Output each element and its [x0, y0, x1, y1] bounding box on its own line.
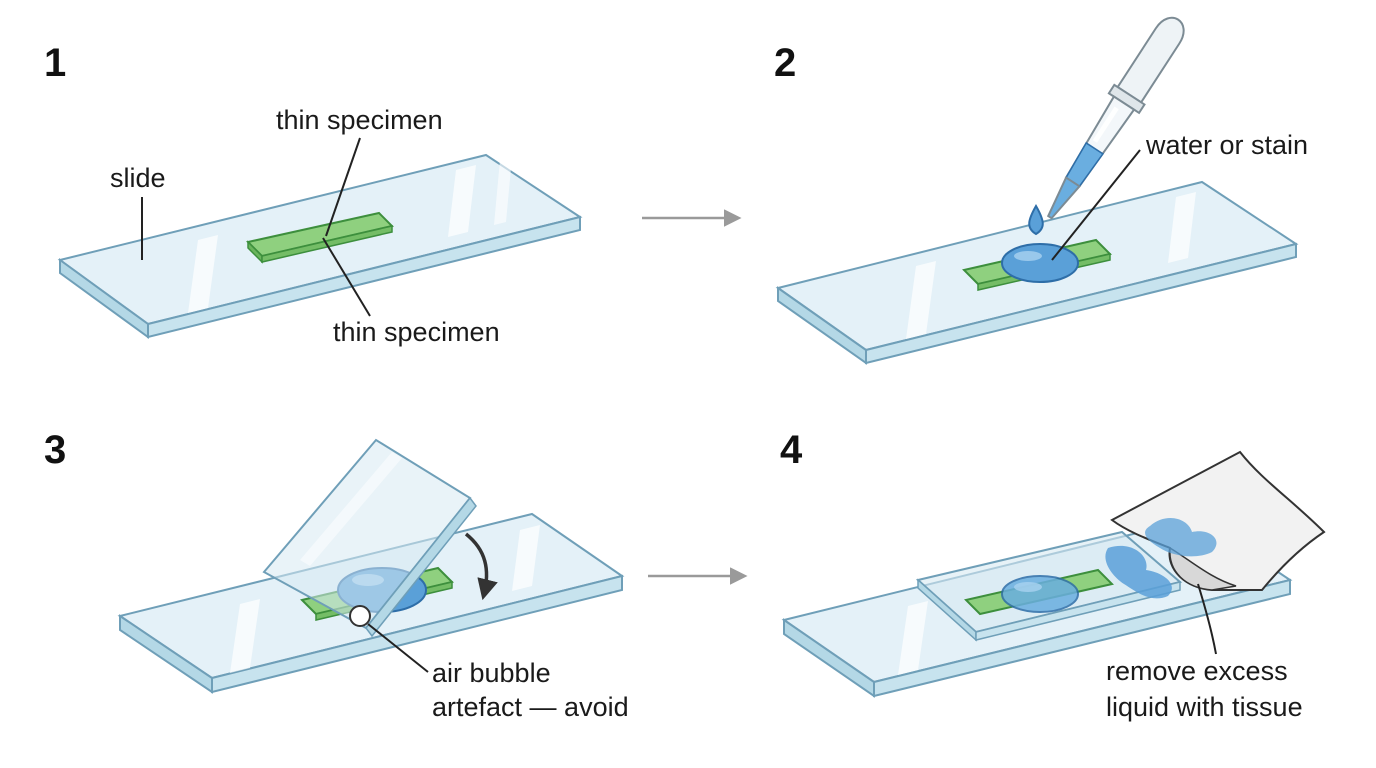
- lower-coverslip-arrow: [464, 532, 498, 601]
- step-4-panel: 4 remove excess liquid with: [780, 428, 1326, 722]
- tissue-leader-line: [1197, 583, 1217, 655]
- tilted-coverslip: [262, 438, 477, 638]
- bubble-label-line2: artefact — avoid: [432, 692, 629, 722]
- specimen-top-leader-line: [325, 137, 361, 237]
- bubble-leader-line: [367, 623, 429, 673]
- air-bubble: [349, 605, 371, 627]
- slide-label: slide: [110, 163, 166, 193]
- liquid-leader-line: [1051, 149, 1141, 261]
- tissue-label-line1: remove excess: [1106, 656, 1288, 686]
- step-3-number: 3: [44, 428, 66, 472]
- excess-liquid-puddle: [1105, 545, 1172, 599]
- step-4-number: 4: [780, 428, 803, 472]
- specimen-bottom-leader-line: [322, 237, 371, 317]
- tissue-label-line2: liquid with tissue: [1106, 692, 1303, 722]
- falling-droplet: [1028, 203, 1044, 236]
- specimen-bottom-label: thin specimen: [333, 317, 500, 347]
- step-2-panel: 2 water or stain: [774, 16, 1308, 365]
- specimen-top-label: thin specimen: [276, 105, 443, 135]
- step-3-panel: 3 air bubble artefact — avoid: [44, 428, 629, 722]
- absorbent-tissue: [1110, 450, 1326, 591]
- step-1-number: 1: [44, 41, 66, 85]
- liquid-label: water or stain: [1145, 130, 1308, 160]
- dropper-pipette: [1046, 16, 1185, 220]
- liquid-drop-on-slide: [1001, 243, 1079, 283]
- step-1-panel: 1 slide thin specimen thin specimen: [44, 41, 583, 347]
- step-2-number: 2: [774, 41, 796, 85]
- liquid-drop-under-coverslip: [1001, 575, 1079, 613]
- bubble-label-line1: air bubble: [432, 658, 551, 688]
